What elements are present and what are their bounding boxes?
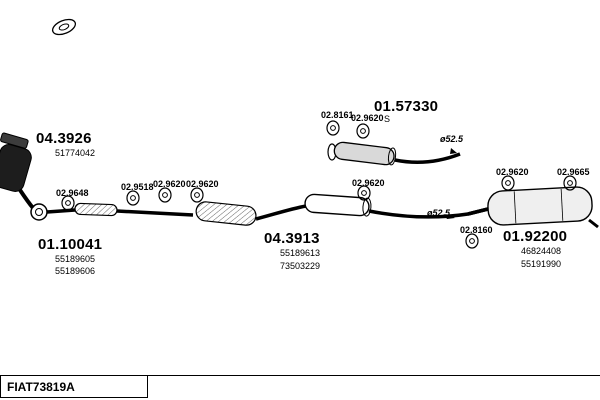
mid-muffler-drawing: [327, 141, 461, 166]
clamp-label-02-9648: 02.9648: [56, 188, 89, 198]
clamp-label-02-9665: 02.9665: [557, 167, 590, 177]
clamp-label-02-9518: 02.9518: [121, 182, 154, 192]
clamp-label-02-9620-d: 02.9620: [352, 178, 385, 188]
part-code-55189613: 55189613: [280, 248, 321, 258]
mount-icon-02-9620-b: [190, 187, 204, 203]
clamp-label-02-8160: 02.8160: [460, 225, 493, 235]
part-number-01-10041: 01.10041: [38, 236, 103, 253]
part-code-55191990: 55191990: [521, 259, 562, 269]
mount-icon-02-9648: [61, 195, 75, 211]
catalytic-converter-drawing: [0, 132, 48, 221]
diagram-reference-code: FIAT73819A: [7, 379, 75, 394]
diameter-arrow-mid: [450, 148, 457, 154]
clamp-icon-02-8161: [326, 120, 340, 136]
part-number-04-3913: 04.3913: [264, 230, 320, 247]
part-number-04-3926: 04.3926: [36, 130, 92, 147]
part-code-46824408: 46824408: [521, 246, 562, 256]
mount-icon-02-9518: [126, 190, 140, 206]
part-code-73503229: 73503229: [280, 261, 321, 271]
footer-divider: [0, 375, 600, 376]
part-number-01-57330: 01.57330: [374, 98, 439, 115]
clamp-label-02-8161: 02.8161: [321, 110, 354, 120]
clamp-label-02-9620-c: 02.9620: [351, 113, 384, 123]
diameter-arrow-rear: [444, 214, 455, 219]
part-code-55189605: 55189605: [55, 254, 96, 264]
part-number-01-92200: 01.92200: [503, 228, 568, 245]
part-variant-s: S: [384, 114, 391, 124]
clamp-icon-02-8160: [465, 233, 479, 249]
clamp-label-02-9620-b: 02.9620: [186, 179, 219, 189]
part-code-55189606: 55189606: [55, 266, 96, 276]
mount-icon-02-9620-e: [501, 175, 515, 191]
clamp-label-02-9620-a: 02.9620: [153, 179, 186, 189]
center-pipe-drawing: [116, 193, 489, 226]
mount-icon-02-9620-a: [158, 187, 172, 203]
part-code-51774042: 51774042: [55, 148, 96, 158]
gasket-icon: [51, 18, 77, 36]
flex-pipe-drawing: [46, 202, 118, 217]
rear-muffler-drawing: [467, 186, 599, 229]
clamp-label-02-9620-e: 02.9620: [496, 167, 529, 177]
diameter-label-mid: ø52.5: [440, 134, 464, 144]
diameter-label-rear: ø52.5: [427, 208, 451, 218]
mount-icon-02-9620-c: [356, 123, 370, 139]
diagram-reference-box: FIAT73819A: [0, 375, 148, 398]
